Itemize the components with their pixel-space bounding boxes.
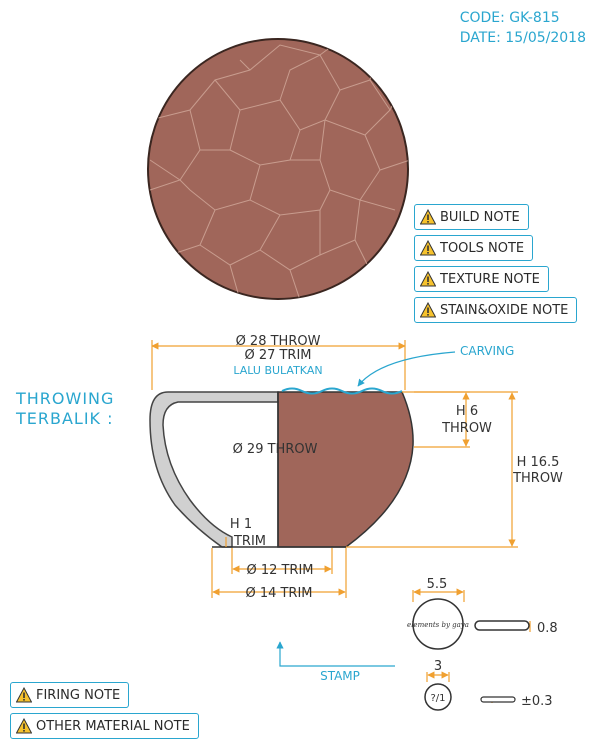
warning-icon xyxy=(420,302,436,318)
texture-note-button[interactable]: TEXTURE NOTE xyxy=(414,266,549,292)
h6-dim-1: H 6 xyxy=(456,404,478,419)
warning-icon xyxy=(16,718,32,734)
stamp-top-view: elements by gaya xyxy=(407,598,469,650)
warning-icon xyxy=(420,271,436,287)
warning-icon xyxy=(420,240,436,256)
left-wall-section xyxy=(149,391,279,548)
carving-leader xyxy=(357,351,456,387)
build-note-label: BUILD NOTE xyxy=(440,209,520,225)
stamp-logo: elements by gaya xyxy=(407,621,469,629)
top-trim-dim: Ø 27 TRIM xyxy=(244,348,311,363)
warning-icon xyxy=(420,209,436,225)
h165-dim-2: THROW xyxy=(512,471,563,486)
stain-oxide-note-button[interactable]: STAIN&OXIDE NOTE xyxy=(414,297,578,323)
dimension-lines xyxy=(151,340,531,703)
carving-label: CARVING xyxy=(460,344,514,358)
warning-icon xyxy=(16,687,32,703)
stain-oxide-note-label: STAIN&OXIDE NOTE xyxy=(440,302,569,318)
base-trim12-dim: Ø 12 TRIM xyxy=(246,563,313,578)
small-dia-dim: 3 xyxy=(434,659,442,674)
header-info: CODE: GK-815 DATE: 15/05/2018 xyxy=(460,8,586,48)
other-material-note-label: OTHER MATERIAL NOTE xyxy=(36,718,190,734)
h6-dim-2: THROW xyxy=(441,421,492,436)
mid-throw-dim: Ø 29 THROW xyxy=(233,442,318,457)
small-mark-text: ?/1 xyxy=(430,693,445,704)
other-material-note-button[interactable]: OTHER MATERIAL NOTE xyxy=(10,713,199,739)
top-throw-dim: Ø 28 THROW xyxy=(236,334,321,349)
crackle-texture xyxy=(149,39,408,299)
tools-note-button[interactable]: TOOLS NOTE xyxy=(414,235,534,261)
h1-dim-2: TRIM xyxy=(233,534,266,549)
h165-dim-1: H 16.5 xyxy=(517,455,560,470)
texture-note-label: TEXTURE NOTE xyxy=(440,271,540,287)
stamp-thick-dim: 0.8 xyxy=(537,621,558,636)
product-code: CODE: GK-815 xyxy=(459,10,560,26)
tools-note-label: TOOLS NOTE xyxy=(440,240,525,256)
throwing-label-1: THROWING xyxy=(15,389,114,408)
stamp-side-profile xyxy=(474,620,530,631)
small-thick-dim: ±0.3 xyxy=(521,694,553,709)
build-note-button[interactable]: BUILD NOTE xyxy=(414,204,529,230)
carving-edge xyxy=(281,387,403,395)
throwing-label-2: TERBALIK : xyxy=(15,409,114,428)
firing-note-label: FIRING NOTE xyxy=(36,687,121,703)
stamp-dia-dim: 5.5 xyxy=(427,577,448,592)
small-mark-side-profile xyxy=(480,696,516,703)
small-mark-top-view: ?/1 xyxy=(424,683,452,711)
lalu-bulatkan-label: LALU BULATKAN xyxy=(233,364,322,377)
drawing-date: DATE: 15/05/2018 xyxy=(459,30,586,46)
firing-note-button[interactable]: FIRING NOTE xyxy=(10,682,130,708)
right-body-section xyxy=(277,391,414,548)
stamp-label: STAMP xyxy=(320,669,360,683)
h1-dim-1: H 1 xyxy=(230,517,252,532)
stamp-leader xyxy=(276,641,395,667)
top-view-circle xyxy=(147,38,409,300)
base-trim14-dim: Ø 14 TRIM xyxy=(245,586,312,601)
